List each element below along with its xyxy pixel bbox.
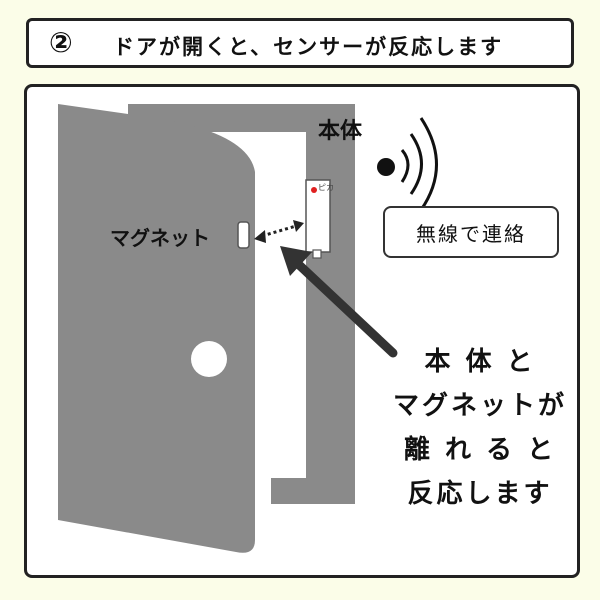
arrow-head-left [254, 230, 266, 243]
dotted-double-arrow-icon [261, 224, 297, 238]
arrow-icon [280, 246, 398, 358]
reaction-line: 本 体 と [424, 347, 536, 377]
reaction-text: 本 体 と マグネットが 離 れ る と 反応します [390, 340, 570, 516]
door-knob [191, 341, 227, 377]
magnet-label: マグネット [110, 226, 210, 250]
wireless-signal-icon [377, 117, 438, 211]
wireless-label: 無線で連絡 [383, 206, 559, 258]
sensor-led [311, 187, 317, 193]
door-leaf [58, 104, 255, 553]
reaction-line: 反応します [407, 479, 553, 509]
reaction-line: マグネットが [392, 391, 567, 421]
title-box: ② ドアが開くと、センサーが反応します [26, 18, 574, 68]
magnet-piece [237, 221, 250, 249]
reaction-line: 離 れ る と [403, 435, 557, 465]
arrow-head-right [293, 220, 304, 232]
page-title: ドアが開くと、センサーが反応します [113, 35, 504, 59]
step-number: ② [49, 26, 73, 59]
sensor-tab [312, 249, 322, 259]
door-frame [128, 104, 355, 504]
body-label: 本体 [318, 119, 363, 144]
sensor-light-label: ピカ [318, 183, 334, 192]
